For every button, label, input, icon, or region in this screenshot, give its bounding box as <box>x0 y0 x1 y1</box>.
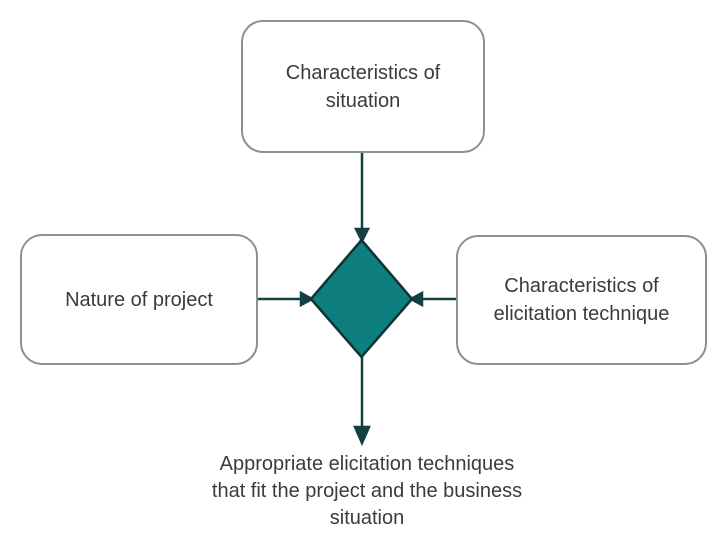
node-characteristics-of-situation: Characteristics of situation <box>241 20 485 153</box>
node-characteristics-of-elicitation-technique: Characteristics of elicitation technique <box>456 235 707 365</box>
arrow-situation-to-diamond <box>353 153 371 244</box>
arrow-technique-to-diamond <box>408 290 457 308</box>
node-nature-of-project: Nature of project <box>20 234 258 365</box>
output-caption: Appropriate elicitation techniques that … <box>211 453 523 529</box>
decision-diamond <box>309 238 414 359</box>
arrows <box>258 153 457 447</box>
arrow-project-to-diamond <box>258 290 315 308</box>
arrow-diamond-to-output <box>353 357 371 447</box>
